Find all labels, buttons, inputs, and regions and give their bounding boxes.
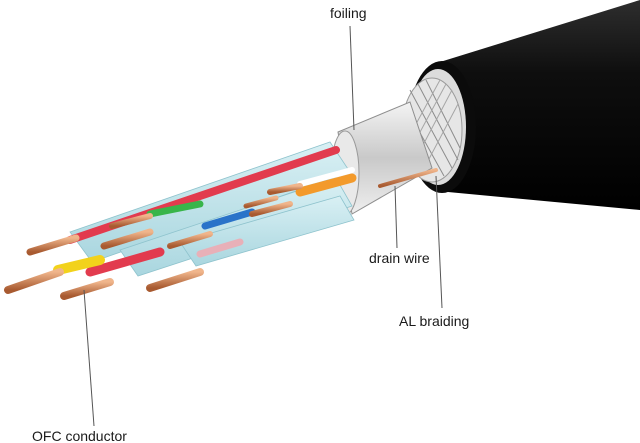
ofc-conductors: [4, 183, 303, 300]
ofc-conductor-label: OFC conductor: [32, 428, 127, 443]
drain-wire: [378, 168, 438, 188]
foiling-label: foiling: [330, 5, 367, 21]
drain-wire-label: drain wire: [369, 250, 430, 266]
leader-lines: [83, 25, 443, 427]
al-braiding-leader-line: [435, 175, 443, 309]
ofc-conductor-leader-line: [83, 289, 95, 427]
foiling-leader-line: [349, 25, 355, 131]
al-braiding-label: AL braiding: [399, 313, 470, 329]
drain-wire-leader-line: [394, 185, 398, 249]
